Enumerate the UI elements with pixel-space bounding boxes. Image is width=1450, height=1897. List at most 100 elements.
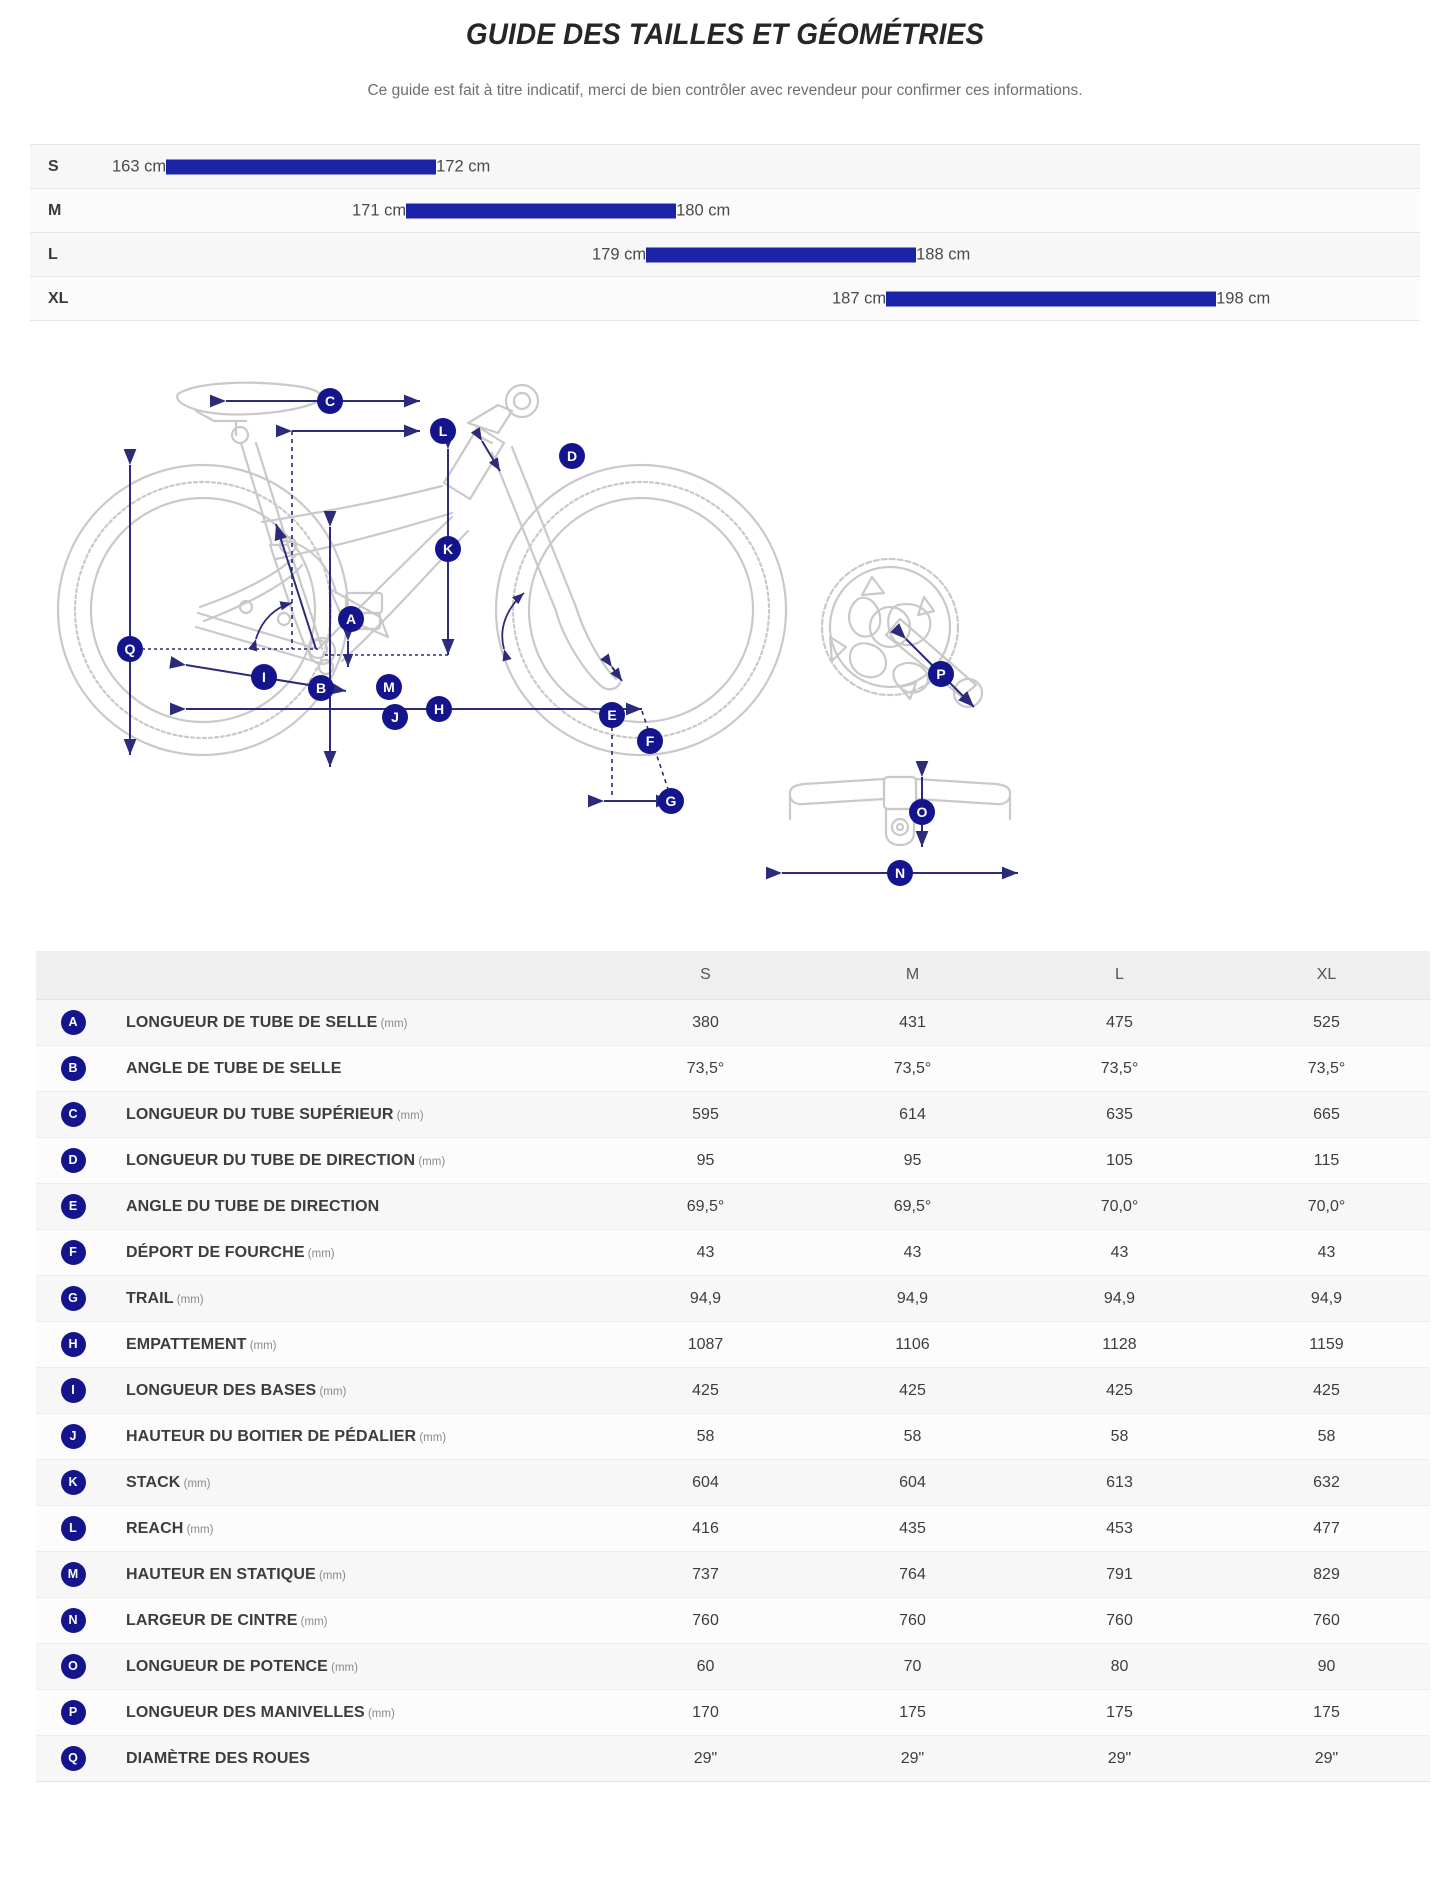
measure-value-m: 435: [809, 1505, 1016, 1552]
measure-value-l: 425: [1016, 1367, 1223, 1414]
measure-value-xl: 477: [1223, 1505, 1430, 1552]
measure-value-xl: 760: [1223, 1597, 1430, 1644]
measure-name-cell: ANGLE DU TUBE DE DIRECTION: [110, 1183, 602, 1230]
header-size-l: L: [1016, 951, 1223, 1000]
row-badge-cell: N: [36, 1597, 110, 1644]
header-size-xl: XL: [1223, 951, 1430, 1000]
measure-value-xl: 425: [1223, 1367, 1430, 1414]
diagram-marker-label: F: [646, 733, 655, 749]
handlebar-top-view-drawing: [788, 775, 1012, 847]
measure-unit: (mm): [315, 1569, 346, 1582]
diagram-marker-l: L: [430, 418, 456, 444]
size-bar-min-label: 187 cm: [832, 289, 887, 307]
measure-value-l: 453: [1016, 1505, 1223, 1552]
row-badge-cell: E: [36, 1183, 110, 1230]
measure-value-s: 737: [602, 1551, 809, 1598]
measure-value-s: 595: [602, 1091, 809, 1138]
page-subtitle: Ce guide est fait à titre indicatif, mer…: [367, 82, 1083, 99]
measure-name-cell: TRAIL (mm): [110, 1275, 602, 1322]
diagram-marker-label: D: [567, 448, 577, 464]
row-badge-cell: J: [36, 1413, 110, 1460]
geometry-table-header-row: S M L XL: [36, 951, 1430, 1000]
diagram-marker-label: J: [391, 709, 399, 725]
diagram-marker-label: E: [607, 707, 616, 723]
measure-badge-a: A: [60, 1010, 86, 1035]
measure-badge-g: G: [60, 1286, 86, 1311]
measure-name-cell: LONGUEUR DU TUBE DE DIRECTION (mm): [110, 1137, 602, 1184]
measure-value-l: 105: [1016, 1137, 1223, 1184]
measure-value-xl: 175: [1223, 1689, 1430, 1736]
measure-value-xl: 525: [1223, 999, 1430, 1046]
measure-value-xl: 94,9: [1223, 1275, 1430, 1322]
diagram-marker-label: O: [917, 804, 928, 820]
measure-name: DÉPORT DE FOURCHE: [126, 1243, 305, 1261]
measure-name: HAUTEUR EN STATIQUE: [126, 1565, 316, 1583]
diagram-marker-label: N: [895, 865, 905, 881]
row-badge-cell: L: [36, 1505, 110, 1552]
measure-value-m: 431: [809, 999, 1016, 1046]
diagram-marker-o: O: [909, 799, 935, 825]
measure-name: LONGUEUR DU TUBE SUPÉRIEUR: [126, 1105, 394, 1123]
measure-name-cell: LONGUEUR DE TUBE DE SELLE (mm): [110, 999, 602, 1046]
measure-value-xl: 70,0°: [1223, 1183, 1430, 1230]
measure-badge-b: B: [60, 1056, 86, 1081]
measure-name: LONGUEUR DE TUBE DE SELLE: [126, 1013, 378, 1031]
page-title: GUIDE DES TAILLES ET GÉOMÉTRIES: [465, 18, 985, 51]
measure-value-m: 764: [809, 1551, 1016, 1598]
measure-name-cell: ANGLE DE TUBE DE SELLE: [110, 1045, 602, 1092]
measure-badge-h: H: [60, 1332, 86, 1357]
measure-value-l: 80: [1016, 1643, 1223, 1690]
measure-badge-p: P: [60, 1700, 86, 1725]
measure-value-xl: 632: [1223, 1459, 1430, 1506]
measure-name: REACH: [126, 1519, 184, 1537]
diagram-marker-label: M: [383, 679, 395, 695]
side-view-bike-drawing: [56, 381, 788, 757]
measure-name: ANGLE DE TUBE DE SELLE: [126, 1059, 342, 1077]
measure-name-cell: EMPATTEMENT (mm): [110, 1321, 602, 1368]
diagram-marker-label: A: [346, 611, 356, 627]
row-badge-cell: F: [36, 1229, 110, 1276]
measure-value-m: 175: [809, 1689, 1016, 1736]
measure-value-s: 69,5°: [602, 1183, 809, 1230]
measure-name: LONGUEUR DU TUBE DE DIRECTION: [126, 1151, 416, 1169]
diagram-marker-h: H: [426, 696, 452, 722]
row-badge-cell: O: [36, 1643, 110, 1690]
diagram-marker-g: G: [658, 788, 684, 814]
diagram-marker-d: D: [559, 443, 585, 469]
measure-value-l: 613: [1016, 1459, 1223, 1506]
measure-name-cell: DIAMÈTRE DES ROUES: [110, 1735, 602, 1782]
measure-value-m: 1106: [809, 1321, 1016, 1368]
measure-value-s: 425: [602, 1367, 809, 1414]
measure-value-m: 760: [809, 1597, 1016, 1644]
measure-value-m: 614: [809, 1091, 1016, 1138]
measure-value-s: 170: [602, 1689, 809, 1736]
measure-name: STACK: [126, 1473, 181, 1491]
diagram-marker-b: B: [308, 675, 334, 701]
measure-badge-m: M: [60, 1562, 86, 1587]
size-bar-fill: [886, 291, 1217, 306]
measure-value-l: 70,0°: [1016, 1183, 1223, 1230]
row-badge-cell: G: [36, 1275, 110, 1322]
measure-name-cell: DÉPORT DE FOURCHE (mm): [110, 1229, 602, 1276]
diagram-marker-label: H: [434, 701, 444, 717]
diagram-marker-m: M: [376, 674, 402, 700]
measure-unit: (mm): [246, 1339, 277, 1352]
size-bar-min-label: 171 cm: [352, 201, 407, 219]
measure-value-xl: 58: [1223, 1413, 1430, 1460]
measure-value-xl: 829: [1223, 1551, 1430, 1598]
measure-name: LONGUEUR DES MANIVELLES: [126, 1703, 365, 1721]
